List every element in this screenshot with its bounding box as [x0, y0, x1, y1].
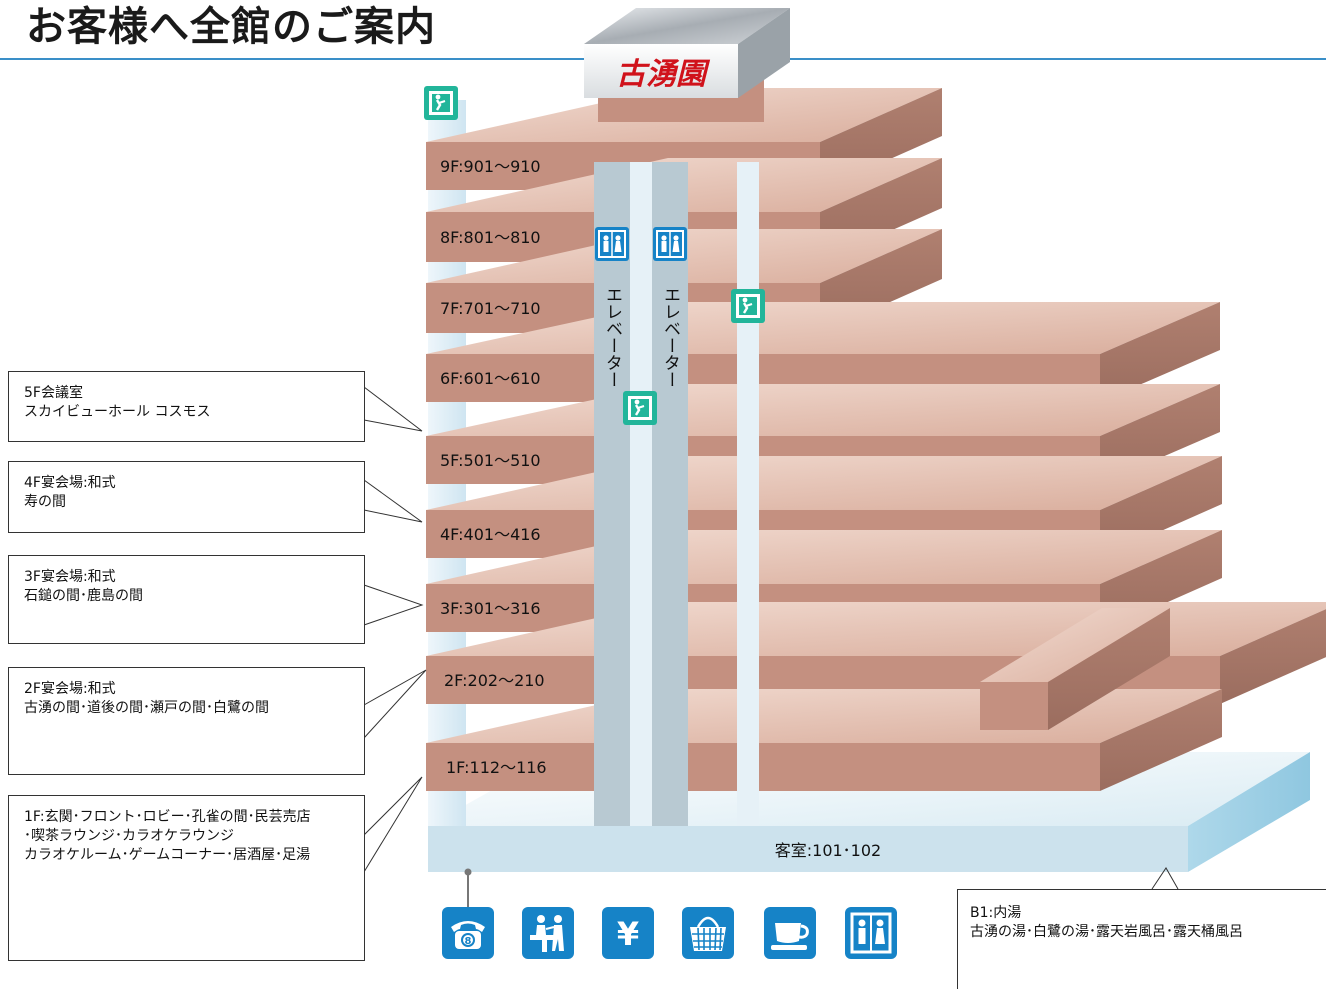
- connector-b1: [1151, 867, 1179, 890]
- callout-2f: 2F宴会場:和式 古湧の間･道後の間･瀬戸の間･白鷺の間: [8, 667, 365, 775]
- annex-top: [980, 608, 1170, 682]
- elevator-shaft-left: [594, 162, 630, 826]
- floor-side: [1100, 689, 1222, 791]
- rooftop-sign: 古湧園: [584, 8, 790, 122]
- callout-line: 4F宴会場:和式: [24, 475, 116, 491]
- sign-text: 古湧園: [616, 57, 711, 92]
- exit-icon: [623, 391, 657, 425]
- sign-front: [584, 44, 738, 98]
- floor-label: 4F:401～416: [440, 525, 541, 544]
- elevator-label-left: エレベーター: [602, 286, 622, 388]
- callout-b1: B1:内湯 古湧の湯･白鷺の湯･露天岩風呂･露天桶風呂: [957, 889, 1326, 989]
- connector-5f: [363, 386, 423, 432]
- front-desk-icon: [522, 907, 574, 959]
- callout-line: 5F会議室: [24, 385, 83, 401]
- callout-5f: 5F会議室 スカイビューホール コスモス: [8, 371, 365, 442]
- annex-front: [980, 682, 1048, 730]
- floor-label: 8F:801～810: [440, 228, 541, 247]
- callout-line: B1:内湯: [970, 905, 1022, 921]
- exit-icon: [424, 86, 458, 120]
- svg-text:8: 8: [465, 936, 472, 947]
- floor-label: 3F:301～316: [440, 599, 541, 618]
- callout-line: ･喫茶ラウンジ･カラオケラウンジ: [24, 828, 234, 844]
- page-title: お客様へ全館のご案内: [26, 4, 436, 50]
- phone-icon: 8: [442, 907, 494, 959]
- floor-side: [1100, 302, 1220, 402]
- annex-side: [1048, 608, 1170, 730]
- floor-label: 7F:701～710: [440, 299, 541, 318]
- exit-icon: [731, 289, 765, 323]
- callout-connectors: [363, 386, 1179, 907]
- base-front: [428, 826, 1188, 872]
- connector-2f: [363, 669, 427, 739]
- elevator-icon: [653, 227, 687, 261]
- floor-front: [426, 743, 1100, 791]
- callout-line: 寿の間: [24, 494, 66, 510]
- svg-text:¥: ¥: [617, 915, 639, 953]
- connector-4f: [363, 479, 423, 523]
- base-side: [1188, 752, 1310, 872]
- floor-label: 9F:901～910: [440, 157, 541, 176]
- elevator-gap: [630, 162, 652, 826]
- callout-line: 2F宴会場:和式: [24, 681, 116, 697]
- floor-label: 2F:202～210: [444, 671, 545, 690]
- elevator-icon: [595, 227, 629, 261]
- floor-label: 6F:601～610: [440, 369, 541, 388]
- sign-side: [738, 8, 790, 98]
- floor-side: [1220, 609, 1326, 704]
- callout-1f: 1F:玄関･フロント･ロビー･孔雀の間･民芸売店 ･喫茶ラウンジ･カラオケラウン…: [8, 795, 365, 961]
- callout-line: スカイビューホール コスモス: [24, 404, 211, 420]
- stair-shaft: [737, 162, 759, 826]
- callout-4f: 4F宴会場:和式 寿の間: [8, 461, 365, 533]
- callout-line: カラオケルーム･ゲームコーナー･居酒屋･足湯: [24, 847, 311, 863]
- callout-line: 古湧の湯･白鷺の湯･露天岩風呂･露天桶風呂: [970, 924, 1243, 940]
- callout-line: 1F:玄関･フロント･ロビー･孔雀の間･民芸売店: [24, 809, 311, 825]
- callout-line: 石鎚の間･鹿島の間: [24, 588, 143, 604]
- yen-icon: ¥: [602, 907, 654, 959]
- callout-line: 古湧の間･道後の間･瀬戸の間･白鷺の間: [24, 700, 269, 716]
- connector-1f: [363, 776, 423, 873]
- floor-2F-annex: [980, 608, 1170, 730]
- elevator-icon: [845, 907, 897, 959]
- floor-1F: 1F:112～116: [426, 689, 1222, 791]
- shopping-basket-icon: [682, 907, 734, 959]
- ground-room-label: 客室:101･102: [775, 841, 881, 860]
- connector-3f: [363, 584, 424, 626]
- floor-slabs: 9F:901～910 8F:801～810 7F:701～710 6F:601～610…: [426, 88, 1326, 791]
- coffee-cup-icon: [764, 907, 816, 959]
- callout-3f: 3F宴会場:和式 石鎚の間･鹿島の間: [8, 555, 365, 644]
- floor-label: 1F:112～116: [446, 758, 547, 777]
- callout-line: 3F宴会場:和式: [24, 569, 116, 585]
- connector-icons-dot: [464, 868, 472, 876]
- floor-label: 5F:501～510: [440, 451, 541, 470]
- elevator-shaft-right: [652, 162, 688, 826]
- sign-top: [584, 8, 790, 44]
- elevator-label-right: エレベーター: [660, 286, 680, 388]
